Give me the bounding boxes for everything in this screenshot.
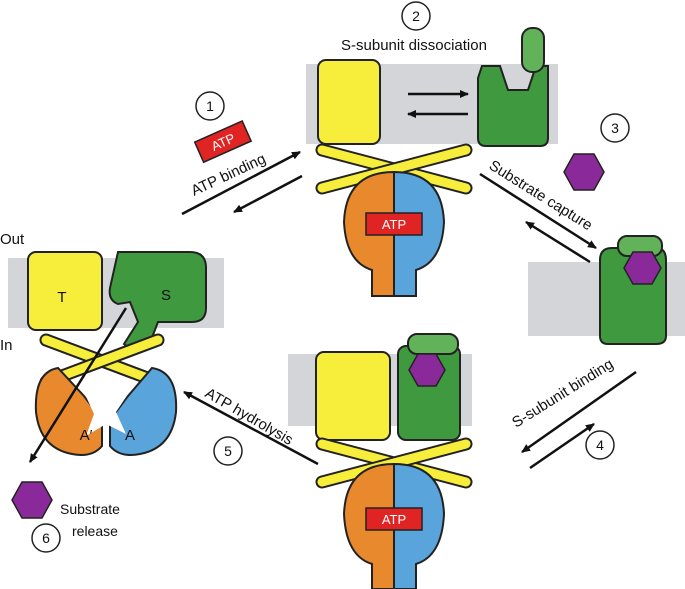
step-4: 4 S-subunit binding	[509, 356, 637, 470]
hexagon-icon	[11, 481, 53, 519]
a-label: A	[125, 427, 135, 444]
step-1-number: 1	[206, 98, 214, 114]
state-bottom: ATP	[288, 333, 473, 589]
substrate-label: Substrate	[60, 501, 120, 517]
atp-label-bottom: ATP	[382, 512, 406, 527]
arrow-capture-forward	[479, 172, 597, 250]
s-dissociation-label: S-subunit dissociation	[341, 37, 487, 54]
t-subunit-bottom	[315, 351, 391, 441]
step-5-number: 5	[224, 443, 232, 459]
atp-bound-top	[365, 212, 423, 236]
coupling-helix-right-fill	[317, 145, 471, 193]
a-subunit-left	[109, 366, 178, 456]
step-1: 1 ATP ATP binding	[181, 91, 303, 216]
arrow-atp-binding-forward	[181, 150, 301, 216]
arrow-s-binding-back	[529, 422, 595, 470]
out-label: Out	[0, 231, 25, 248]
hexagon-icon	[408, 353, 446, 387]
step-6-number: 6	[42, 530, 50, 546]
step-6-circle	[31, 523, 61, 553]
hexagon-icon	[563, 153, 605, 191]
hexagon-icon	[623, 251, 662, 285]
state-left: T S A′ A Out In	[0, 231, 224, 463]
atp-bound-bottom	[365, 507, 423, 531]
s-label: S	[161, 287, 171, 304]
arrow-s-binding-forward	[521, 370, 637, 454]
atp-hydrolysis-label: ATP hydrolysis	[202, 385, 296, 449]
t-subunit-left	[27, 251, 103, 331]
step-1-circle	[195, 91, 225, 121]
step-2: 2 S-subunit dissociation	[341, 1, 487, 54]
s-subunit-open	[477, 65, 549, 147]
s-binding-label: S-subunit binding	[509, 356, 616, 432]
step-5-circle	[213, 436, 243, 466]
in-label: In	[0, 337, 13, 354]
atp-tag-icon: ATP	[193, 119, 253, 164]
s-subunit-lid-top	[521, 27, 545, 73]
state-top: ATP	[306, 27, 558, 297]
step-2-circle	[401, 1, 431, 31]
s-subunit-lid-bottom	[407, 333, 459, 355]
state-right	[528, 235, 685, 345]
t-label: T	[57, 289, 66, 306]
step-6: Substrate release 6	[11, 481, 120, 553]
step-3-number: 3	[611, 120, 619, 136]
substrate-release-arrow	[28, 307, 128, 463]
t-subunit-top	[317, 59, 381, 145]
release-label: release	[72, 523, 118, 539]
step-4-number: 4	[596, 437, 604, 453]
atp-label-top: ATP	[382, 217, 406, 232]
arrow-capture-back	[525, 220, 591, 264]
open-cavity	[84, 382, 128, 436]
step-3-circle	[600, 113, 630, 143]
arrow-atp-binding-back	[233, 174, 303, 214]
a-prime-label: A′	[80, 427, 93, 444]
arrow-atp-hydrolysis	[183, 390, 319, 466]
step-4-circle	[585, 430, 615, 460]
step-2-number: 2	[412, 8, 420, 24]
a-prime-subunit-left	[34, 366, 103, 456]
